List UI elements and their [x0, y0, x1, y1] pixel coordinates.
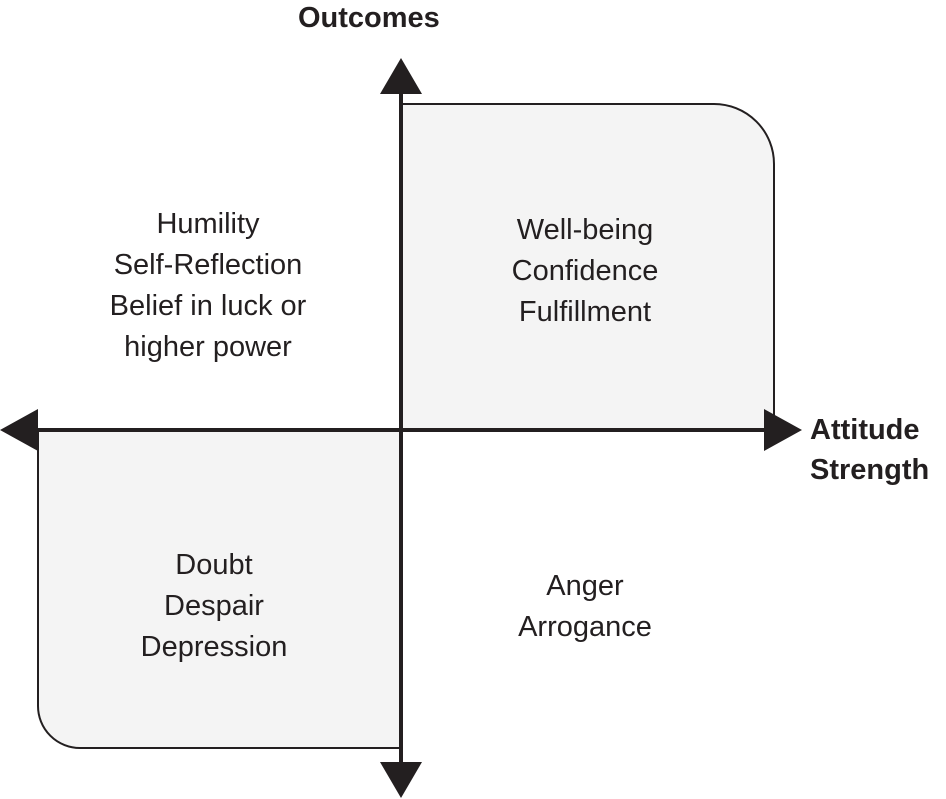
right-arrow-icon [764, 409, 802, 451]
down-arrow-icon [380, 762, 422, 798]
x-axis-label-line: Strength [810, 454, 930, 486]
x-axis-label: Attitude Strength [810, 410, 929, 490]
quadrant-top-right: Well-being Confidence Fulfillment [435, 210, 735, 333]
up-arrow-icon [380, 58, 422, 94]
quadrant-bottom-right: Anger Arrogance [435, 566, 735, 648]
y-axis-label: Outcomes [298, 2, 440, 34]
top-right-highlight-box [400, 103, 775, 431]
quadrant-item: Fulfillment [518, 296, 652, 328]
quadrant-item: Anger [546, 570, 624, 602]
quadrant-top-left: Humility Self-Reflection Belief in luck … [58, 204, 358, 368]
quadrant-item: Depression [140, 631, 288, 663]
quadrant-item: Well-being [516, 214, 654, 246]
quadrant-item: Belief in luck or [109, 290, 307, 322]
quadrant-bottom-left: Doubt Despair Depression [64, 545, 364, 668]
quadrant-item: Arrogance [518, 611, 652, 643]
left-arrow-icon [0, 409, 38, 451]
quadrant-item: Humility [156, 208, 260, 240]
quadrant-item: higher power [124, 331, 292, 363]
quadrant-item: Confidence [511, 255, 659, 287]
quadrant-item: Self-Reflection [113, 249, 303, 281]
bottom-left-highlight-box [37, 429, 402, 749]
quadrant-item: Despair [164, 590, 264, 622]
x-axis-label-line: Attitude [810, 414, 920, 446]
quadrant-item: Doubt [175, 549, 253, 581]
